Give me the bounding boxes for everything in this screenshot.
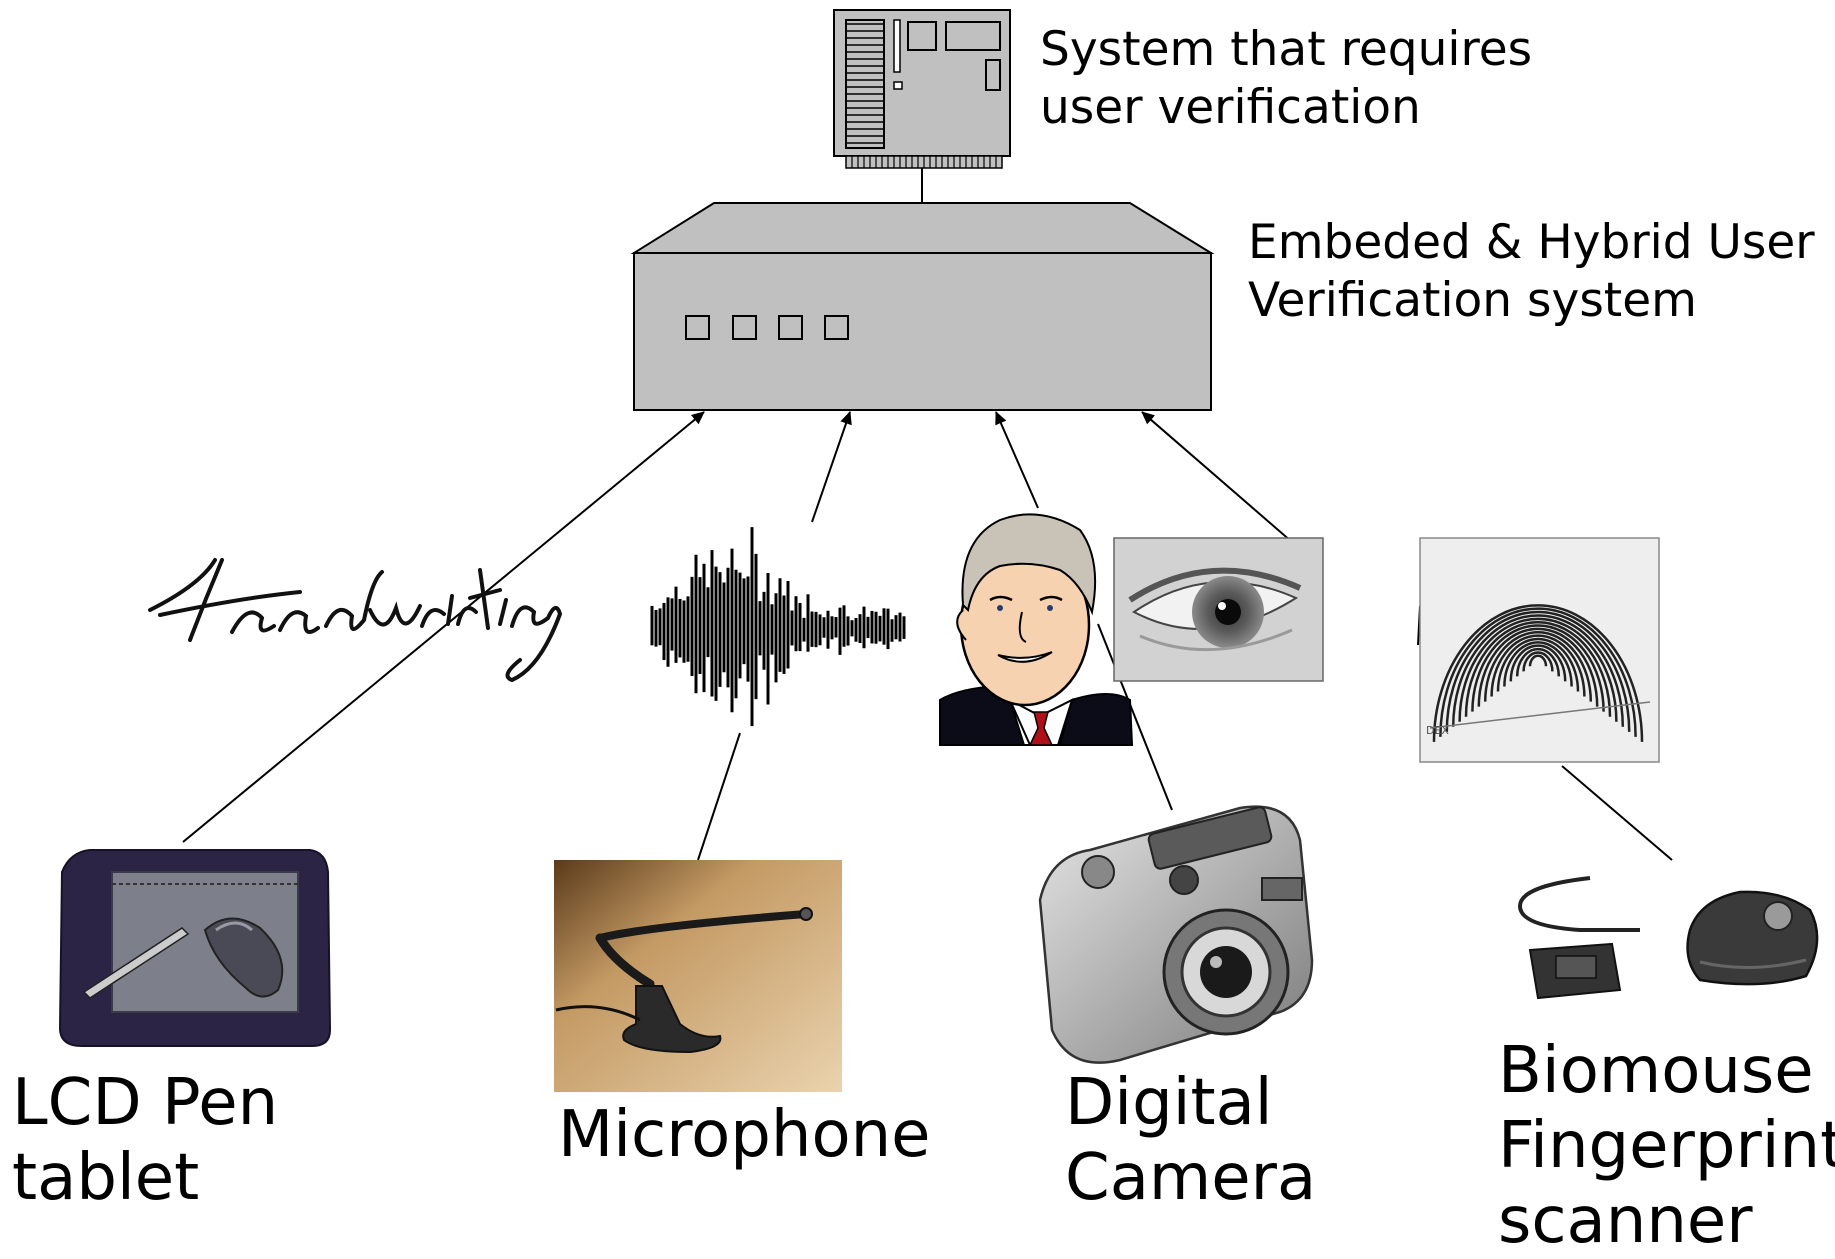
voice-waveform-icon [650, 527, 906, 727]
arrow-tablet [182, 411, 705, 843]
fingerprint-ridge [1445, 610, 1631, 732]
face-portrait-icon [939, 513, 1134, 746]
eye-iris-icon [1113, 537, 1324, 682]
line-biomouse-print [1561, 765, 1673, 861]
camera-label-line1: Digital [1065, 1066, 1273, 1140]
microphone-image [554, 860, 842, 1092]
fingerprint-ridge [1464, 621, 1612, 717]
fingerprint-ridge [1509, 644, 1567, 682]
computer-board-icon [833, 9, 1011, 169]
embedded-label-line1: Embeded & Hybrid User [1248, 215, 1815, 270]
system-label-line2: user verification [1040, 80, 1421, 135]
fingerprint-ridge [1483, 631, 1593, 702]
camera-label-line2: Camera [1065, 1141, 1317, 1215]
biomouse-scanner-image [1517, 876, 1819, 1000]
arrow-camera [995, 411, 1039, 509]
fingerprint-ridge [1432, 604, 1644, 742]
digital-camera-image [1038, 805, 1314, 1064]
system-label-line1: System that requires [1040, 22, 1533, 77]
microphone-label: Microphone [558, 1098, 931, 1172]
fingerprint-ridge [1528, 654, 1548, 667]
fingerprint-ridge [1439, 607, 1637, 737]
svg-text:DEX: DEX [1426, 724, 1449, 737]
biomouse-label-line1: Biomouse [1498, 1034, 1814, 1108]
fingerprint-ridge [1503, 641, 1573, 687]
verification-box-icon [630, 202, 1215, 411]
tablet-label-line2: tablet [12, 1141, 200, 1215]
fingerprint-ridge [1515, 647, 1561, 677]
fingerprint-ridge [1451, 614, 1625, 727]
pen-tablet-image [58, 849, 332, 1047]
fingerprint-ridge [1490, 634, 1586, 697]
fingerprint-ridge [1477, 627, 1599, 707]
embedded-label-line2: Verification system [1248, 273, 1697, 328]
arrow-fingerprint [1141, 411, 1293, 543]
arrow-microphone [811, 411, 852, 523]
fingerprint-icon: DEX [1419, 537, 1660, 763]
tablet-label-line1: LCD Pen [12, 1066, 279, 1140]
line-camera-face [1097, 623, 1173, 811]
fingerprint-ridge [1471, 624, 1605, 712]
line-mic-wave [697, 732, 741, 861]
biomouse-label-line3: scanner [1498, 1184, 1753, 1258]
fingerprint-ridge [1496, 637, 1580, 692]
handwriting-sample [148, 558, 563, 683]
biomouse-label-line2: Fingerprint [1498, 1109, 1835, 1183]
fingerprint-ridge [1522, 651, 1554, 672]
fingerprint-ridge [1458, 617, 1618, 722]
